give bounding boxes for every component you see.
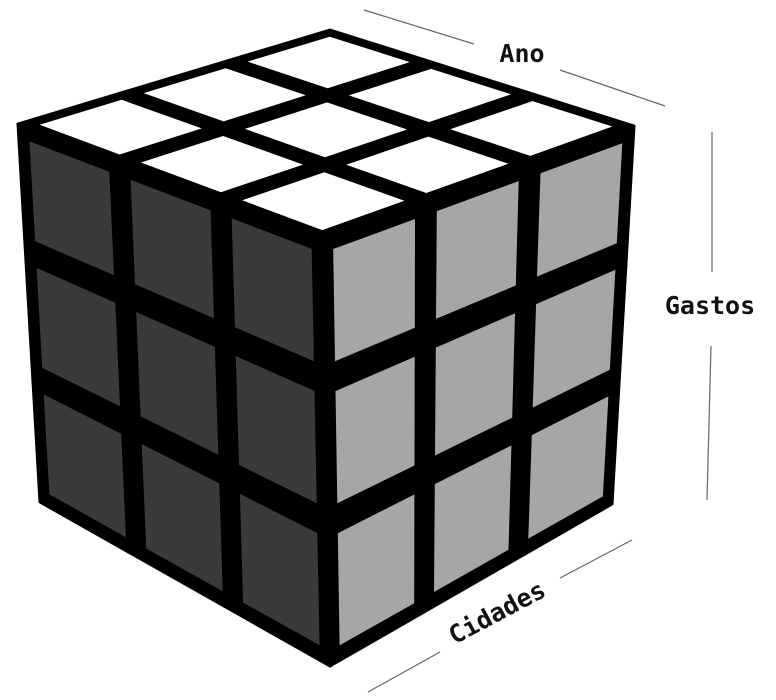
cube-left-face-cell: [29, 141, 114, 276]
cube-right-face-cell: [528, 396, 609, 539]
ano-dimension-line-left: [363, 9, 475, 45]
cube-left-face-cell: [141, 444, 223, 592]
ano-axis-label: Ano: [499, 39, 544, 68]
cube-top-face-cell: [242, 172, 405, 231]
cube-top-face-cell: [247, 36, 410, 89]
cube-left-face-cell: [235, 356, 317, 504]
cube-right-face: [320, 124, 636, 668]
cube-faces: [16, 28, 636, 668]
gastos-dimension-line-lower: [706, 345, 712, 501]
cube-right-face-cell: [335, 356, 415, 504]
cube-top-face-cell: [244, 102, 408, 158]
cube-left-face-cell: [231, 218, 314, 362]
cube-left-face-cell: [136, 312, 219, 455]
cube-right-face-cell: [337, 494, 415, 646]
cube-left-face-cell: [36, 267, 120, 407]
cube-top-face-cell: [140, 136, 304, 193]
cube-right-face-cell: [436, 181, 519, 319]
cidades-dimension-line-lower: [367, 651, 441, 693]
cube-right-face-cell: [532, 269, 616, 408]
cube-right-face-cell: [434, 445, 512, 592]
cube-left-face-cell: [43, 394, 126, 538]
cube-right-face-cell: [333, 219, 415, 362]
cube-left-face-cell: [130, 179, 214, 319]
cube-left-face: [16, 122, 332, 668]
gastos-axis-label: Gastos: [665, 291, 755, 320]
cube-top-face-cell: [39, 99, 202, 155]
cube-top-face-cell: [143, 68, 306, 122]
cube-top-face: [16, 28, 636, 240]
cube-right-face-cell: [435, 313, 515, 456]
cube-right-face-cell: [537, 143, 623, 277]
cube-top-face-cell: [346, 136, 509, 193]
cidades-dimension-line-upper: [559, 539, 633, 579]
ano-dimension-line-right: [559, 69, 666, 107]
cube-top-face-cell: [450, 101, 613, 156]
cube-left-face-cell: [239, 493, 320, 646]
cube-top-face-cell: [348, 68, 512, 123]
